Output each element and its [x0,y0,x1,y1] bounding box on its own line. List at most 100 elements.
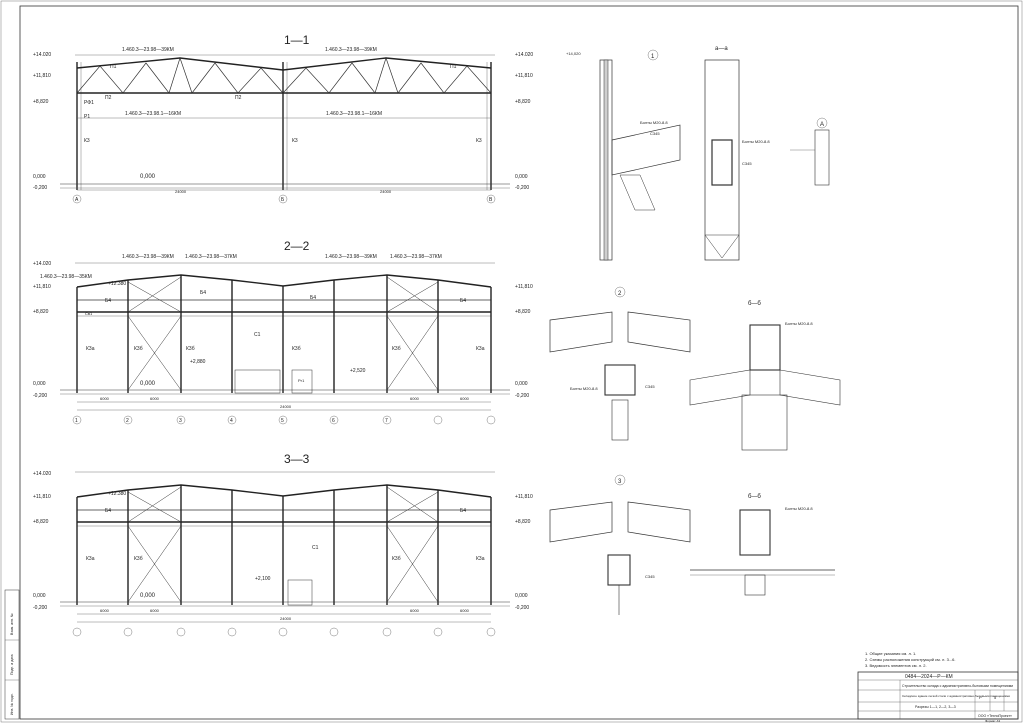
member-label: Б4 [460,298,466,304]
level-mark: +11,810 [515,284,533,290]
axis-bubble-1 [72,194,82,204]
member-label: Б4 [310,295,316,301]
level-mark: +8,820 [515,519,531,525]
truss-mark-low-left: 1.460.3—23.98.1—16КМ [125,111,181,117]
bolt-spec: Болты М20-8.8 [785,506,813,511]
truss-mark-right: 1.460.3—23.98—39КМ [325,47,377,53]
binding-stamp: Взам. инв. № Подп. и дата Инв. № подл. [4,589,20,720]
steel-grade: С345 [650,131,660,136]
span-dim-left: 24000 [175,189,187,194]
level-mark: +8,820 [515,309,531,315]
title-block: 0484—2024—Р—КМ Строительство склада с ад… [857,671,1019,723]
level-mark: +14.020 [33,261,51,267]
view-b-b-title: б—б [748,494,761,500]
truss-mark: 1.460.3—23.98—37КМ [185,254,237,260]
company: ООО «ТехноПроект» [978,714,1012,718]
level-mark-0000-left: 0,000 [33,174,46,180]
truss-mark-low-right: 1.460.3—23.98.1—16КМ [326,111,382,117]
axis-label: 1 [75,418,78,424]
column-mark: К3б [134,346,143,352]
level-mark-11810-right: +11,810 [515,73,533,79]
column-mark: К3б [134,556,143,562]
member-label: П1 [110,64,117,70]
truss-web-left [76,56,284,94]
roof-line [76,484,492,498]
steel-grade: С345 [645,384,655,389]
level-mark-top-left: +14.020 [33,52,51,58]
bolt-spec: Болты М20-8.8 [570,386,598,391]
axis-label: 7 [385,418,388,424]
level-mark: +8,820 [33,309,49,315]
door-opening [234,369,281,394]
section-1-1-title: 1—1 [284,33,310,47]
member-label: П2 [105,95,112,101]
steel-grade: С345 [645,574,655,579]
bay-dim: 6000 [100,608,110,613]
doc-code: 0484—2024—Р—КМ [905,674,953,680]
axis-label: В [489,197,493,203]
level-mark-8820-left: +8,820 [33,99,49,105]
level-mark: +2,520 [350,368,366,374]
column-mark: К3а [86,346,95,352]
column-mark: К3б [292,346,301,352]
level-mark: +2,880 [190,359,206,365]
bay-dim: 6000 [410,396,420,401]
bolt-spec: Болты М20-8.8 [742,139,770,144]
drawing-name: Разрезы 1—1, 2—2, 3—3 [915,705,956,709]
note-1: 1. Общие указания см. л. 1. [865,651,916,656]
truss-mark-left: 1.460.3—23.98—39КМ [122,47,174,53]
detail-1-mark: +14,020 [566,51,581,56]
member-label: Р1 [84,114,90,120]
level-mark-top-right: +14.020 [515,52,533,58]
truss-mark: 1.460.3—23.98—39КМ [325,254,377,260]
column-mark: К3б [392,556,401,562]
member-label: Св1 [85,311,93,316]
view-a-a: а—а Болты М20-8.8 С345 [704,46,770,261]
note-3: 3. Ведомость элементов см. л. 2. [865,663,927,668]
level-mark-0200-right: -0,200 [515,185,529,191]
view-a-a-title: а—а [715,46,728,52]
member-label: П1 [450,64,457,70]
detail-3-title: 3 [618,479,622,485]
axis-label: 2 [126,418,129,424]
stamp-text: Инв. № подл. [10,693,14,715]
view-b-b-title: б—б [748,301,761,307]
level-mark-11810-left: +11,810 [33,73,51,79]
total-dim: 24000 [280,616,292,621]
total-dim: 24000 [280,404,292,409]
axis-label: 5 [281,418,284,424]
columns-3-3 [76,485,492,605]
bay-dim: 6000 [410,608,420,613]
member-label: С1 [254,332,261,338]
level-mark: +2,100 [255,576,271,582]
floor-level: 0,000 [140,174,156,180]
section-3-3: 3—3 240 [33,452,533,637]
member-label: Б4 [460,508,466,514]
detail-2-title: 2 [618,291,622,297]
column-mark: К3б [392,346,401,352]
level-mark: +11,810 [33,284,51,290]
truss-top-chord-left [76,57,284,71]
note-2: 2. Схемы расположения конструкций см. л.… [865,657,955,662]
detail-a: А [790,117,830,186]
gate-opening [287,579,313,606]
level-mark: +12.380 [108,281,126,287]
level-mark: -0,200 [515,393,529,399]
member-label: Рг1 [298,378,305,383]
axis-bubbles-3-3 [72,627,496,637]
bay-dim: 6000 [150,396,160,401]
level-mark: +12.380 [108,491,126,497]
span-dim-right: 24000 [380,189,392,194]
roof-line [76,274,492,288]
section-2-2: 2—2 1.460.3—23.98—39КМ 1.460.3—23.98—37К… [33,239,533,425]
member-label: Б4 [105,508,111,514]
stamp-text: Подп. и дата [10,654,14,675]
section-1-1: 1—1 1.460.3—23.98—39КМ 1.460.3—23.98—39К… [33,33,533,204]
truss-web-right [282,56,492,94]
bay-dim: 6000 [460,608,470,613]
general-notes: 1. Общие указания см. л. 1. 2. Схемы рас… [865,651,955,668]
detail-1-title: 1 [651,54,655,60]
truss-mark: 1.460.3—23.98—35КМ [40,274,92,280]
section-3-3-title: 3—3 [284,452,310,466]
floor-level: 0,000 [140,381,156,387]
